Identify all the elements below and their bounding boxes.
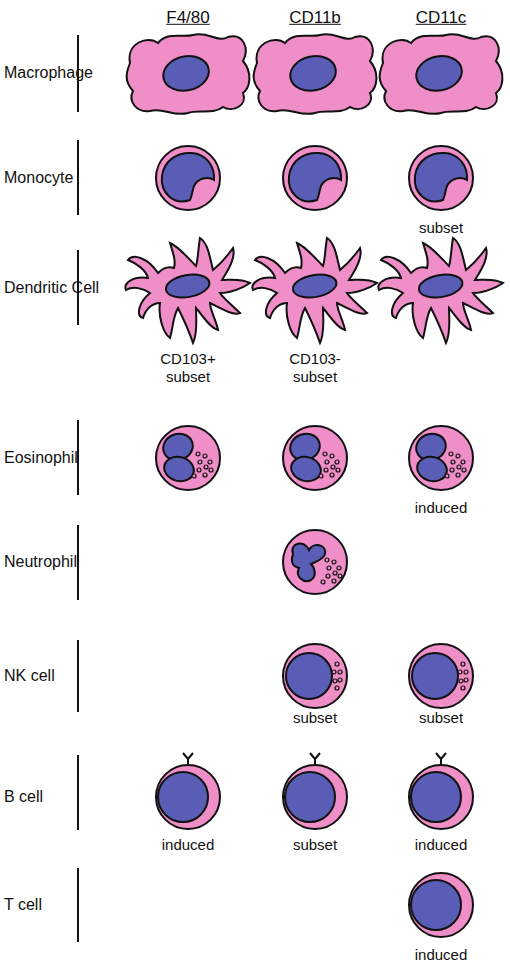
row-divider <box>77 35 79 942</box>
b-cell <box>156 753 220 829</box>
macrophage-cell <box>380 34 503 114</box>
macrophage-cell <box>127 34 250 114</box>
neutrophil-cell <box>283 530 347 594</box>
annotation: induced <box>415 946 468 964</box>
nk-cell <box>409 644 473 708</box>
column-heading: CD11b <box>289 8 341 28</box>
column-heading: F4/80 <box>166 8 209 28</box>
monocyte-cell <box>409 146 473 210</box>
nk-cell <box>283 644 347 708</box>
row-label: Monocyte <box>4 168 73 187</box>
row-label: T cell <box>4 895 42 914</box>
row-label: Macrophage <box>4 63 93 82</box>
annotation: subset <box>419 709 463 727</box>
annotation: induced <box>162 836 215 854</box>
row-label: NK cell <box>4 666 55 685</box>
eosinophil-cell <box>409 426 473 490</box>
eosinophil-cell <box>156 426 220 490</box>
annotation: CD103- subset <box>283 350 347 386</box>
annotation: induced <box>415 499 468 517</box>
column-heading: CD11c <box>416 8 467 28</box>
t-cell <box>409 873 473 937</box>
b-cell <box>409 753 473 829</box>
dendritic-cell <box>252 238 377 343</box>
macrophage-cell <box>254 34 377 114</box>
monocyte-cell <box>283 146 347 210</box>
annotation: subset <box>293 836 337 854</box>
dendritic-cell <box>378 238 503 343</box>
eosinophil-cell <box>283 426 347 490</box>
annotation: subset <box>293 709 337 727</box>
annotation: CD103+ subset <box>156 350 220 386</box>
row-label: Dendritic Cell <box>4 278 99 297</box>
dendritic-cell <box>125 238 250 343</box>
monocyte-cell <box>156 146 220 210</box>
row-label: Eosinophil <box>4 448 78 467</box>
b-cell <box>283 753 347 829</box>
row-label: Neutrophil <box>4 552 77 571</box>
annotation: induced <box>415 836 468 854</box>
row-label: B cell <box>4 787 43 806</box>
annotation: subset <box>419 219 463 237</box>
